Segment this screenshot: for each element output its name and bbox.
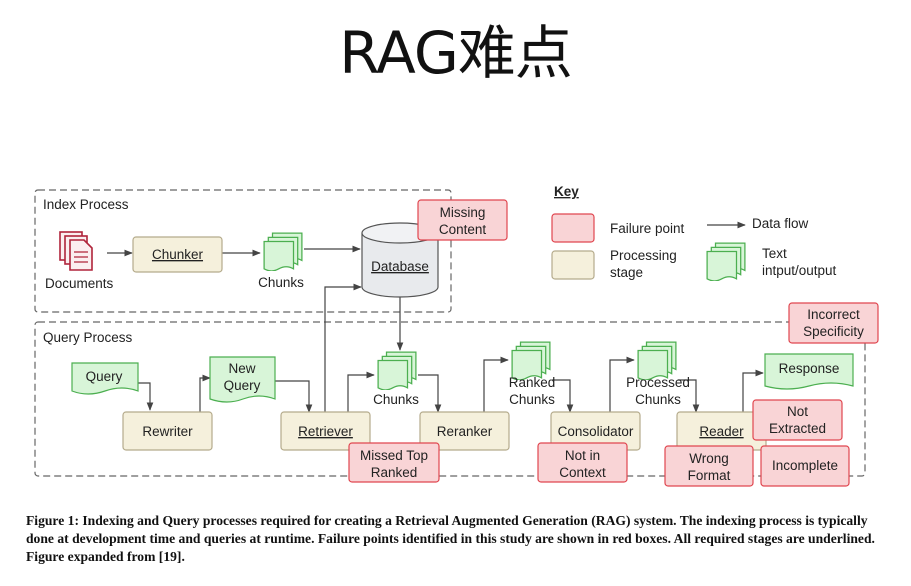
svg-text:Extracted: Extracted — [769, 421, 826, 436]
svg-text:Wrong: Wrong — [689, 451, 729, 466]
processed-chunks-node: Processed Chunks — [626, 341, 690, 407]
new-query-node: New Query — [209, 356, 276, 403]
chunks-query-node: Chunks — [373, 351, 419, 407]
query-process-box — [34, 321, 866, 477]
index-process-box — [34, 189, 452, 313]
key-failure-label: Failure point — [610, 221, 685, 236]
arrow-query-rewriter — [138, 382, 154, 411]
failure-missed-top-ranked: Missed Top Ranked — [348, 442, 440, 483]
chunks-index-label: Chunks — [258, 275, 304, 290]
chunker-label: Chunker — [152, 247, 204, 262]
documents-icon — [59, 231, 93, 271]
svg-text:Not: Not — [787, 404, 808, 419]
svg-text:Context: Context — [559, 465, 606, 480]
reranker-label: Reranker — [437, 424, 493, 439]
rag-pipeline-diagram: Index Process Query Process Documents Ch… — [34, 184, 879, 487]
svg-text:Ranked: Ranked — [371, 465, 418, 480]
processed-chunks-line1: Processed — [626, 375, 690, 390]
failure-incomplete: Incomplete — [760, 445, 850, 487]
chunks-query-label: Chunks — [373, 392, 419, 407]
key-stage-line2: stage — [610, 265, 643, 280]
svg-text:Content: Content — [439, 222, 487, 237]
reranker-stage: Reranker — [419, 411, 510, 451]
arrow-chunks-reranker — [418, 374, 442, 413]
key-text-io-line1: Text — [762, 246, 787, 261]
svg-text:Missing: Missing — [440, 205, 486, 220]
response-label: Response — [779, 361, 840, 376]
key-stage-swatch — [551, 250, 595, 280]
key-failure-swatch — [551, 213, 595, 243]
key-data-flow-label: Data flow — [752, 216, 809, 231]
key-text-io-line2: intput/output — [762, 263, 837, 278]
failure-incorrect-specificity: Incorrect Specificity — [788, 302, 879, 344]
figure-caption: Figure 1: Indexing and Query processes r… — [26, 513, 875, 564]
response-node: Response — [764, 353, 854, 390]
retriever-label: Retriever — [298, 424, 353, 439]
svg-text:Not in: Not in — [565, 448, 600, 463]
failure-not-extracted: Not Extracted — [752, 399, 843, 441]
consolidator-stage: Consolidator — [550, 411, 641, 451]
query-process-label: Query Process — [43, 330, 133, 345]
query-label: Query — [86, 369, 123, 384]
chunker-stage: Chunker — [132, 236, 223, 273]
svg-text:Incomplete: Incomplete — [772, 458, 838, 473]
arrow-reader-response — [742, 369, 764, 412]
key-title: Key — [554, 184, 579, 199]
arrow-processed-reader — [678, 379, 700, 413]
consolidator-label: Consolidator — [558, 424, 634, 439]
rewriter-stage: Rewriter — [122, 411, 213, 451]
svg-text:Specificity: Specificity — [803, 324, 864, 339]
ranked-chunks-line2: Chunks — [509, 392, 555, 407]
index-process-label: Index Process — [43, 197, 129, 212]
rewriter-label: Rewriter — [142, 424, 193, 439]
query-node: Query — [71, 362, 139, 395]
reader-label: Reader — [699, 424, 744, 439]
new-query-line2: Query — [224, 378, 261, 393]
failure-not-in-context: Not in Context — [537, 442, 628, 483]
slide-title: RAG难点 — [339, 19, 573, 87]
key-stage-line1: Processing — [610, 248, 677, 263]
legend: Key Failure point Processing stage Data … — [551, 184, 837, 281]
svg-text:Missed Top: Missed Top — [360, 448, 428, 463]
arrow-ranked-consolidator — [552, 379, 574, 413]
arrow-retriever-database — [324, 283, 362, 412]
key-text-io-icon — [706, 242, 746, 281]
reader-stage: Reader — [676, 411, 767, 451]
database-label: Database — [371, 259, 429, 274]
failure-wrong-format: Wrong Format — [664, 445, 754, 487]
failure-missing-content: Missing Content — [417, 199, 508, 241]
svg-text:Incorrect: Incorrect — [807, 307, 860, 322]
ranked-chunks-node: Ranked Chunks — [509, 341, 556, 407]
retriever-stage: Retriever — [280, 411, 371, 451]
arrow-newquery-retriever — [275, 380, 313, 413]
ranked-chunks-line1: Ranked — [509, 375, 556, 390]
chunks-index-node: Chunks — [258, 232, 304, 290]
svg-text:Format: Format — [688, 468, 731, 483]
processed-chunks-line2: Chunks — [635, 392, 681, 407]
documents-label: Documents — [45, 276, 114, 291]
new-query-line1: New — [228, 361, 255, 376]
